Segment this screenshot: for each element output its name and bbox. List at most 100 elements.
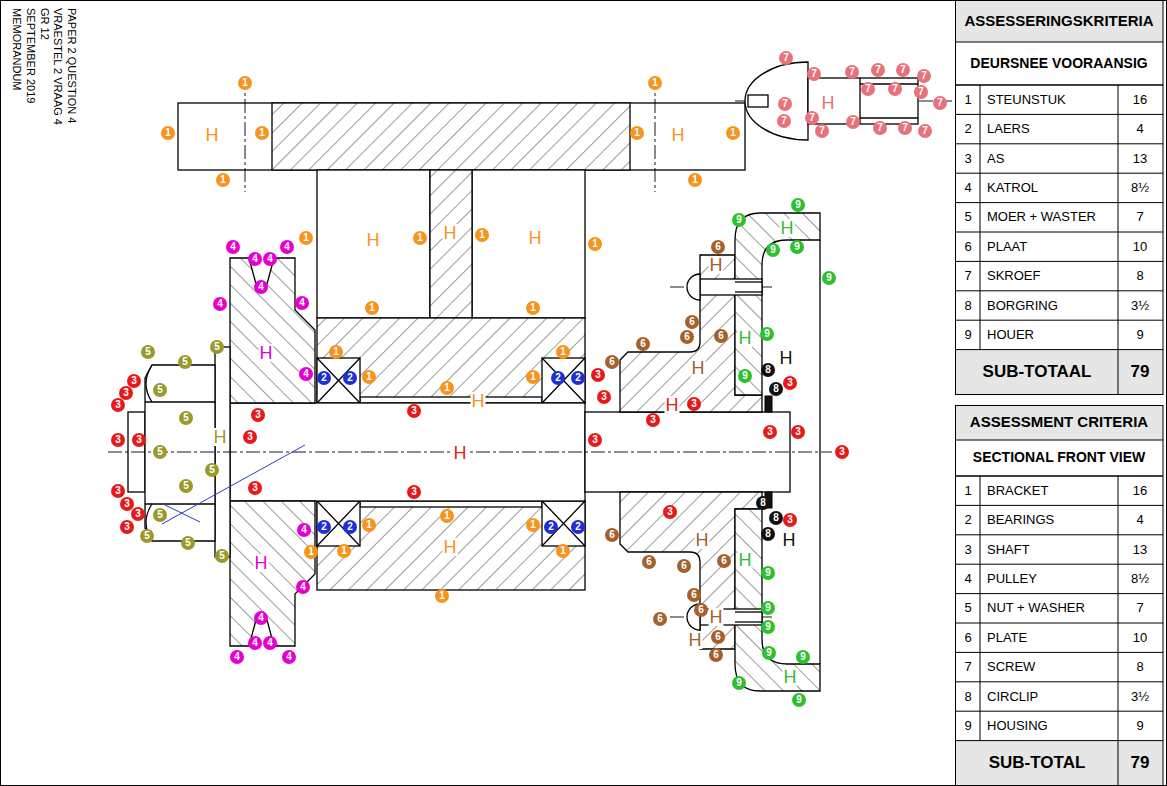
table-cell: 5 xyxy=(964,210,971,224)
callout-number: 6 xyxy=(636,337,650,351)
screw xyxy=(808,78,918,124)
hatch-label: H xyxy=(691,359,706,377)
callout-number: 1 xyxy=(161,126,175,140)
pen-mark xyxy=(162,445,305,524)
callout-number: 1 xyxy=(299,231,313,245)
callout-number: 3 xyxy=(111,398,125,412)
table-grid xyxy=(980,85,981,350)
callout-number: 1 xyxy=(435,589,449,603)
table-grid xyxy=(955,349,1163,350)
pulley xyxy=(230,501,315,646)
table-heading: SUB-TOTAL xyxy=(989,754,1086,773)
callout-number: 7 xyxy=(933,96,947,110)
callout-number: 7 xyxy=(873,121,887,135)
hatch-label: H xyxy=(709,608,724,626)
callout-number: 3 xyxy=(835,445,849,459)
callout-number: 3 xyxy=(783,376,797,390)
callout-number: 3 xyxy=(763,425,777,439)
callout-number: 6 xyxy=(605,355,619,369)
hatch-label: H xyxy=(782,531,797,549)
bracket xyxy=(317,170,430,318)
nut-and-washer xyxy=(145,401,215,402)
bearing xyxy=(542,358,585,403)
callout-number: 4 xyxy=(299,367,313,381)
table-cell: 5 xyxy=(964,601,971,615)
callout-number: 1 xyxy=(556,544,570,558)
callout-number: 4 xyxy=(263,636,277,650)
table-heading: 79 xyxy=(1131,754,1150,773)
bearing xyxy=(542,358,585,403)
table-cell: PLATE xyxy=(987,631,1027,645)
table-cell: 4 xyxy=(964,181,971,195)
screw xyxy=(859,78,860,124)
table-grid xyxy=(955,85,1163,86)
callout-number: 5 xyxy=(141,345,155,359)
pen-mark xyxy=(165,505,200,522)
hatch-label: H xyxy=(259,344,274,362)
table-grid xyxy=(955,505,1163,506)
table-cell: 8½ xyxy=(1131,181,1149,195)
table-grid xyxy=(955,350,1163,395)
callout-number: 9 xyxy=(796,650,810,664)
callout-number: 9 xyxy=(761,566,775,580)
callout-number: 7 xyxy=(845,65,859,79)
sheet-note: VRAESTEL 2 VRAAG 4 xyxy=(51,8,64,125)
callout-number: 4 xyxy=(254,611,268,625)
table-cell: 9 xyxy=(964,719,971,733)
callout-number: 8 xyxy=(769,511,783,525)
bearing xyxy=(317,358,360,403)
callout-number: 5 xyxy=(215,549,229,563)
hatch-label: H xyxy=(783,668,798,686)
callout-number: 9 xyxy=(732,676,746,690)
pulley xyxy=(230,258,315,403)
callout-number: 4 xyxy=(295,296,309,310)
callout-number: 3 xyxy=(663,505,677,519)
hatch-label: H xyxy=(471,392,486,410)
callout-number: 3 xyxy=(111,484,125,498)
callout-number: 8 xyxy=(756,496,770,510)
callout-number: 6 xyxy=(653,612,667,626)
nut-and-washer xyxy=(146,365,152,402)
table-cell: SKROEF xyxy=(987,269,1040,283)
table-cell: 4 xyxy=(1136,122,1143,136)
callout-number: 6 xyxy=(717,554,731,568)
circlip xyxy=(765,396,772,412)
callout-number: 3 xyxy=(251,408,265,422)
callout-number: 7 xyxy=(896,63,910,77)
callout-number: 4 xyxy=(248,636,262,650)
callout-number: 2 xyxy=(571,520,585,534)
callout-number: 7 xyxy=(777,114,791,128)
nut-and-washer xyxy=(145,503,215,504)
callout-number: 3 xyxy=(407,404,421,418)
callout-number: 1 xyxy=(216,173,230,187)
callout-number: 4 xyxy=(213,297,227,311)
hatch-label: H xyxy=(779,349,794,367)
bearing xyxy=(317,358,360,403)
hatch-label: H xyxy=(366,231,381,249)
screw xyxy=(748,95,768,107)
hatch-label: H xyxy=(443,224,458,242)
callout-number: 3 xyxy=(407,485,421,499)
table-cell: 3 xyxy=(964,542,971,556)
table-cell: 2 xyxy=(964,122,971,136)
table-grid xyxy=(955,534,1163,535)
callout-number: 9 xyxy=(822,271,836,285)
callout-number: 9 xyxy=(762,646,776,660)
callout-number: 4 xyxy=(297,523,311,537)
callout-number: 4 xyxy=(282,650,296,664)
callout-number: 1 xyxy=(337,544,351,558)
callout-number: 7 xyxy=(807,67,821,81)
table-heading: DEURSNEE VOORAANSIG xyxy=(970,56,1147,71)
callout-number: 2 xyxy=(571,371,585,385)
table-cell: HOUER xyxy=(987,328,1034,342)
hatch-label: H xyxy=(780,219,795,237)
callout-number: 7 xyxy=(846,115,860,129)
bearing xyxy=(542,501,585,546)
callout-number: 6 xyxy=(687,588,701,602)
table-grid xyxy=(955,623,1163,624)
callout-number: 8 xyxy=(761,527,775,541)
bracket xyxy=(317,318,585,403)
callout-number: 6 xyxy=(605,528,619,542)
callout-number: 8 xyxy=(769,382,783,396)
